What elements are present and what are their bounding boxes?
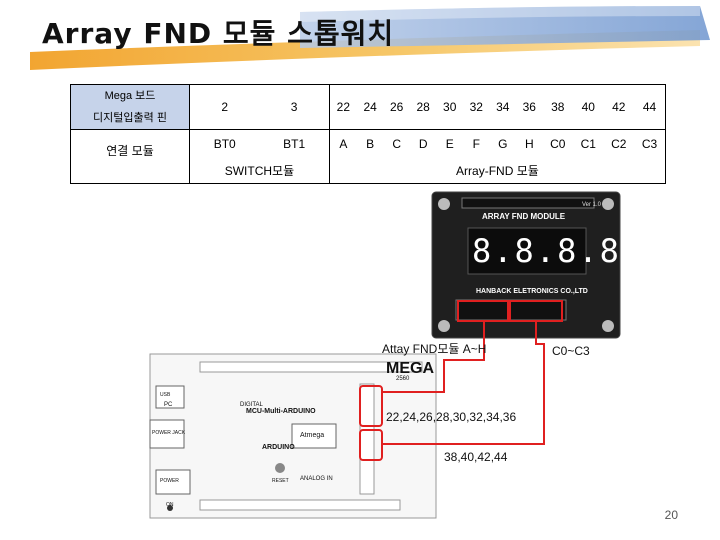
board-logo-text: ARDUINO: [262, 444, 295, 451]
board-name: MCU-Multi-ARDUINO: [246, 408, 316, 415]
arduino-board: [150, 354, 436, 518]
callout-commons: C0~C3: [552, 344, 590, 358]
board-on-label: ON: [166, 502, 174, 508]
board-powerjack-label: POWER JACK: [152, 430, 185, 436]
page-number: 20: [665, 508, 678, 522]
board-model: 2560: [396, 376, 409, 382]
fnd-module-title: ARRAY FND MODULE: [482, 212, 565, 221]
fnd-digits: 8.8.8.8.: [472, 228, 642, 274]
mount-hole-icon: [602, 320, 614, 332]
board-chip: Atmega: [300, 432, 324, 439]
mount-hole-icon: [438, 320, 450, 332]
board-power-label: POWER: [160, 478, 179, 484]
board-pc-label: PC: [164, 402, 172, 408]
board-digital-label: DIGITAL: [240, 402, 263, 408]
callout-common-pins: 38,40,42,44: [444, 450, 507, 464]
reset-button-icon: [275, 463, 285, 473]
callout-segments: Attay FND모듈 A~H: [382, 340, 486, 357]
fnd-version: Ver 1.0: [582, 202, 601, 208]
board-brand: MEGA: [386, 360, 434, 378]
callout-segment-pins: 22,24,26,28,30,32,34,36: [386, 410, 516, 424]
board-usb-label: USB: [160, 392, 170, 398]
mount-hole-icon: [438, 198, 450, 210]
fnd-maker: HANBACK ELETRONICS CO.,LTD: [476, 288, 588, 295]
mount-hole-icon: [602, 198, 614, 210]
board-analog-label: ANALOG IN: [300, 476, 333, 482]
board-reset-label: RESET: [272, 478, 289, 484]
